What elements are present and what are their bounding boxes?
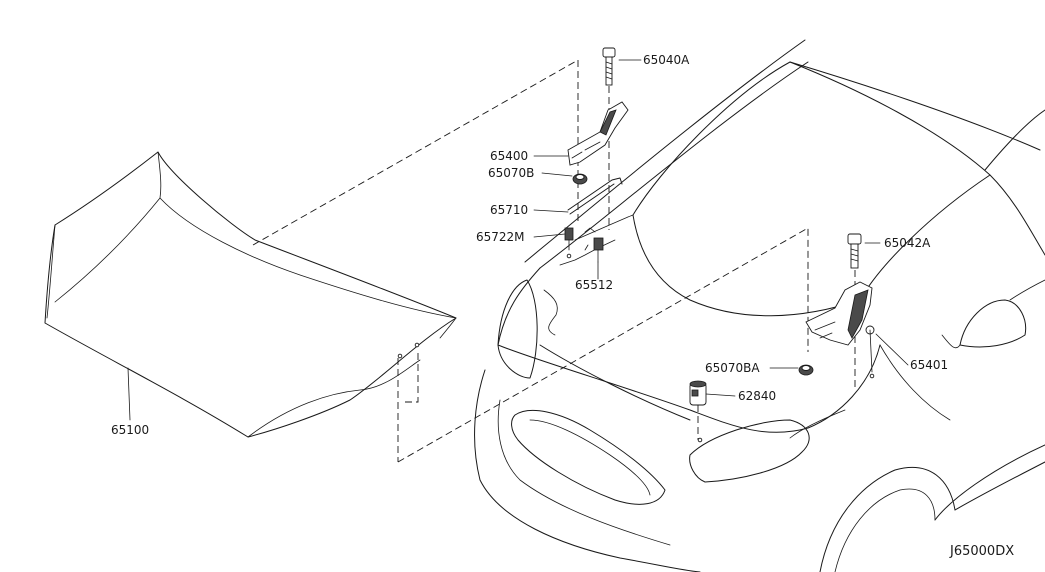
label-65042a[interactable]: 65042A — [884, 236, 931, 250]
label-65722m[interactable]: 65722M — [476, 230, 525, 244]
label-65400[interactable]: 65400 — [490, 149, 529, 163]
label-62840[interactable]: 62840 — [738, 389, 777, 403]
rubber-65512[interactable] — [584, 227, 604, 263]
label-65512[interactable]: 65512 — [575, 278, 614, 292]
label-65070ba[interactable]: 65070BA — [705, 361, 760, 375]
diagram-code: J65000DX — [950, 544, 1015, 559]
label-65100[interactable]: 65100 — [111, 423, 150, 437]
bolt-65040a[interactable] — [602, 47, 616, 86]
vehicle-body — [474, 39, 1045, 572]
stay-rod-65710[interactable] — [567, 177, 623, 215]
hood-bumper-62840[interactable] — [689, 380, 707, 406]
label-65040a[interactable]: 65040A — [643, 53, 690, 67]
hinge-65400[interactable] — [567, 101, 629, 166]
bolt-65042a[interactable] — [847, 233, 862, 269]
nut-65070ba[interactable] — [798, 364, 814, 376]
label-65401[interactable]: 65401 — [910, 358, 949, 372]
label-65710[interactable]: 65710 — [490, 203, 529, 217]
hinge-65401[interactable] — [805, 281, 875, 379]
nut-65070b[interactable] — [572, 173, 588, 185]
hood-panel[interactable] — [44, 151, 457, 438]
label-65070b[interactable]: 65070B — [488, 166, 535, 180]
